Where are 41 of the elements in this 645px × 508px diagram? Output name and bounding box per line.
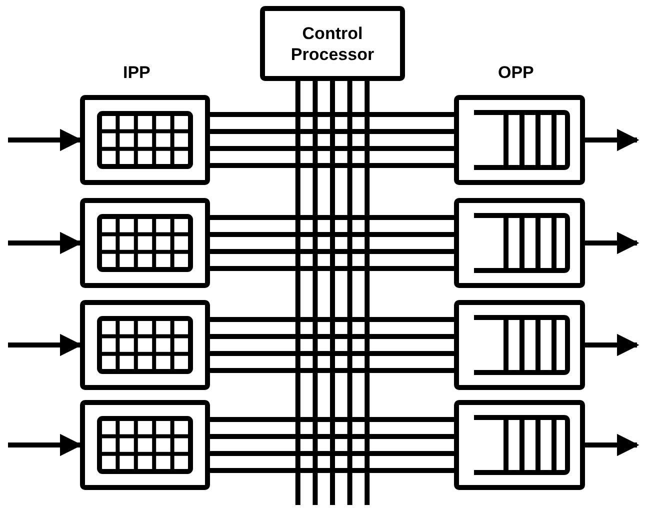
output-port-box [454, 198, 585, 288]
connector-line [210, 215, 454, 220]
arrow [585, 434, 640, 456]
connector-line [210, 266, 454, 271]
connector-line [210, 317, 454, 322]
connector-line [210, 334, 454, 339]
connector-line [210, 451, 454, 456]
input-port-box [80, 95, 210, 185]
connector-line [210, 249, 454, 254]
connector-line [210, 146, 454, 151]
output-port-box [454, 400, 585, 490]
connector-line [210, 417, 454, 422]
connector-line [210, 163, 454, 168]
connector-line [210, 129, 454, 134]
input-port-box [80, 300, 210, 390]
connector-line [347, 81, 352, 505]
output-port-box [454, 95, 585, 185]
output-port-box [454, 300, 585, 390]
connector-line [295, 81, 300, 505]
arrow [8, 128, 82, 152]
connector-line [364, 81, 370, 505]
input-port-box [80, 400, 210, 490]
arrow [8, 434, 82, 456]
arrow [8, 334, 82, 356]
column-heading: OPP [498, 63, 534, 83]
connector-line [312, 81, 318, 505]
connector-line [210, 468, 454, 473]
processor-box [260, 6, 405, 81]
column-heading: IPP [123, 63, 150, 83]
input-port-box [80, 198, 210, 288]
connector-line [210, 112, 454, 117]
connector-line [210, 351, 454, 356]
arrow [585, 232, 640, 254]
connector-line [210, 232, 454, 237]
connector-line [330, 81, 335, 505]
box-title: Control Processor [290, 22, 376, 64]
arrow [8, 232, 82, 254]
arrow [585, 128, 640, 152]
connector-line [210, 368, 454, 373]
arrow [585, 334, 640, 356]
connector-line [210, 434, 454, 439]
